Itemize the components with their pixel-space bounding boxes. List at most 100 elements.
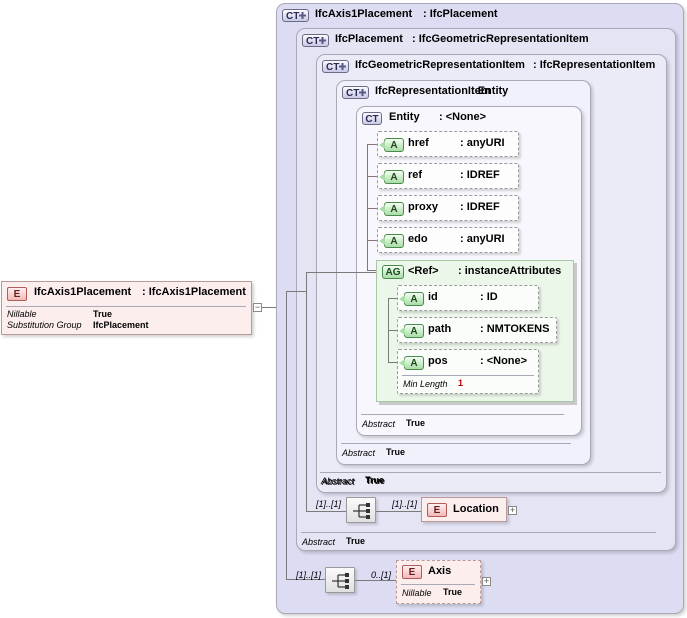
connector-line	[367, 270, 377, 271]
attribute-tag: A	[404, 324, 424, 338]
separator	[361, 414, 564, 415]
attribute-pos[interactable]: A pos : <None> Min Length 1	[397, 349, 539, 394]
type-name: Entity	[389, 111, 420, 123]
connector-line	[388, 330, 397, 331]
root-element-box[interactable]: E IfcAxis1Placement : IfcAxis1Placement …	[1, 281, 252, 335]
type-name: IfcGeometricRepresentationItem	[355, 59, 525, 71]
axis-element-cardinality: 0..[1]	[371, 570, 392, 580]
nillable-label: Nillable	[7, 309, 37, 319]
attribute-tag: A	[384, 170, 404, 184]
attribute-href[interactable]: A href : anyURI	[377, 131, 519, 157]
element-tag: E	[427, 503, 447, 517]
abstract-value: True	[365, 475, 385, 485]
connector-line	[286, 291, 306, 292]
attribute-tag: A	[404, 356, 424, 370]
collapse-toggle[interactable]: −	[253, 302, 262, 312]
type-base: : IfcRepresentationItem	[533, 59, 656, 71]
connector-line	[306, 272, 307, 512]
connector-line	[388, 298, 397, 299]
connector-line	[388, 362, 397, 363]
attribute-type: : NMTOKENS	[480, 323, 550, 335]
type-base: : IfcGeometricRepresentationItem	[412, 33, 589, 45]
abstract-value: True	[386, 447, 406, 457]
min-length-label: Min Length	[403, 379, 448, 389]
separator	[401, 584, 475, 585]
separator	[402, 375, 534, 376]
abstract-label: Abstract	[342, 448, 376, 458]
attribute-edo[interactable]: A edo : anyURI	[377, 227, 519, 253]
substitution-group-value: IfcPlacement	[93, 320, 149, 330]
attribute-name: edo	[408, 233, 428, 245]
sequence-icon	[353, 503, 370, 519]
element-tag: E	[7, 287, 27, 301]
attribute-proxy[interactable]: A proxy : IDREF	[377, 195, 519, 221]
attribute-group-tag: AG	[382, 265, 404, 279]
attribute-tag: A	[384, 202, 404, 216]
type-name: IfcPlacement	[335, 33, 403, 45]
attribute-tag: A	[404, 292, 424, 306]
connector-line	[306, 272, 376, 273]
separator	[301, 532, 656, 533]
location-expand-toggle[interactable]: +	[508, 505, 517, 515]
attribute-id[interactable]: A id : ID	[397, 285, 539, 311]
attribute-ref[interactable]: A ref : IDREF	[377, 163, 519, 189]
connector-line	[286, 579, 325, 580]
attribute-group-name: <Ref>	[408, 265, 439, 277]
type-base: : Entity	[471, 85, 509, 97]
type-name: IfcAxis1Placement	[315, 8, 413, 20]
abstract-value: True	[366, 476, 386, 486]
sequence-icon	[332, 573, 349, 589]
connector-line	[376, 511, 421, 512]
connector-line	[286, 291, 287, 579]
attribute-type: : ID	[480, 291, 498, 303]
attribute-path[interactable]: A path : NMTOKENS	[397, 317, 557, 343]
complex-type-tag: CT	[282, 9, 309, 22]
connector-line	[262, 307, 286, 308]
location-name: Location	[453, 503, 499, 515]
substitution-group-label: Substitution Group	[7, 320, 82, 330]
element-tag: E	[402, 565, 422, 579]
attribute-tag: A	[384, 138, 404, 152]
attribute-type: : IDREF	[460, 169, 500, 181]
attribute-name: id	[428, 291, 438, 303]
connector-line	[367, 144, 377, 145]
location-element[interactable]: E Location	[421, 497, 507, 522]
connector-line	[367, 208, 377, 209]
min-length-value: 1	[458, 378, 464, 388]
axis-sequence-compositor[interactable]	[325, 567, 355, 593]
axis-expand-toggle[interactable]: +	[482, 576, 491, 586]
nillable-value: True	[443, 587, 463, 597]
attribute-name: proxy	[408, 201, 438, 213]
attribute-tag: A	[384, 234, 404, 248]
connector-line	[367, 144, 368, 270]
separator	[320, 472, 660, 473]
root-element-name: IfcAxis1Placement	[34, 286, 132, 298]
axis-sequence-cardinality: [1]..[1]	[296, 570, 322, 580]
abstract-label: Abstract	[321, 476, 355, 486]
attribute-name: ref	[408, 169, 423, 181]
type-base: : <None>	[439, 111, 487, 123]
abstract-value: True	[406, 418, 426, 428]
separator	[6, 306, 246, 307]
axis-name: Axis	[428, 565, 452, 577]
abstract-label: Abstract	[302, 537, 336, 547]
nillable-label: Nillable	[402, 588, 432, 598]
complex-type-tag: CT	[342, 86, 369, 99]
axis-element[interactable]: E Axis Nillable True	[396, 560, 481, 604]
complex-type-tag: CT	[322, 60, 349, 73]
root-element-type: : IfcAxis1Placement	[142, 286, 246, 298]
type-name: IfcRepresentationItem	[375, 85, 491, 97]
location-sequence-compositor[interactable]	[346, 497, 376, 523]
type-base: : IfcPlacement	[423, 8, 498, 20]
nillable-value: True	[93, 309, 113, 319]
attribute-name: pos	[428, 355, 448, 367]
attribute-type: : anyURI	[460, 137, 505, 149]
abstract-label: Abstract	[322, 477, 356, 487]
connector-line	[306, 511, 346, 512]
attribute-type: : anyURI	[460, 233, 505, 245]
abstract-label: Abstract	[362, 419, 396, 429]
connector-line	[355, 580, 396, 581]
attribute-type: : IDREF	[460, 201, 500, 213]
separator	[341, 443, 571, 444]
connector-line	[367, 176, 377, 177]
